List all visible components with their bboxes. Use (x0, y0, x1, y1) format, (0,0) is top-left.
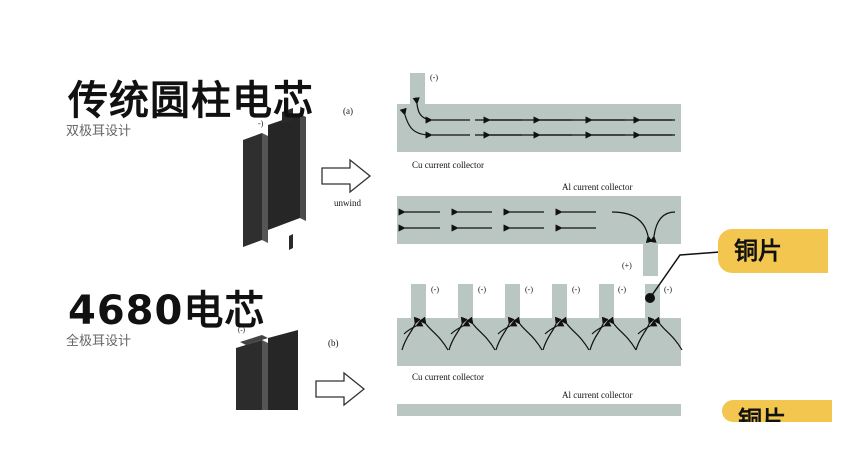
flow-arrow-curve (649, 211, 676, 243)
flow-arrow-curve (544, 319, 565, 335)
flow-arrow-curve (497, 319, 518, 335)
al-collector-label-a: Al current collector (562, 182, 632, 192)
copper-callout-pointer (645, 251, 721, 303)
unwind-arrow-icon (321, 158, 372, 194)
flow-arrow-curve (448, 316, 468, 351)
4680-cell-title: 4680电芯 (68, 288, 266, 334)
flow-arrow-curve (637, 319, 658, 335)
pos-terminal-a: (+) (622, 261, 632, 270)
neg-terminal-b1: (-) (431, 285, 439, 294)
traditional-cell-illustration (243, 108, 306, 250)
flow-arrow-curve (399, 107, 431, 136)
neg-terminal-a: (-) (430, 73, 438, 82)
neg-terminal-b2: (-) (478, 285, 486, 294)
al-collector-strip-a (397, 196, 681, 276)
flow-arrow-curve (635, 316, 655, 351)
al-collector-strip-b (397, 404, 681, 416)
cu-collector-label-b: Cu current collector (412, 372, 484, 382)
flow-arrow-curve (450, 319, 471, 335)
flow-arrow-curve (403, 319, 424, 335)
flow-arrow-curve (495, 316, 515, 351)
cell-tab-neg-label: -) (258, 119, 264, 128)
panel-b-label: (b) (328, 338, 339, 348)
flow-arrow-curve (611, 211, 653, 244)
panel-a-label: (a) (343, 106, 353, 116)
al-collector-label-b: Al current collector (562, 390, 632, 400)
cu-collector-strip-b (397, 284, 681, 366)
neg-terminal-b6: (-) (664, 285, 672, 294)
flow-arrow-curve (542, 316, 562, 351)
cu-collector-strip-a (397, 73, 681, 152)
traditional-cell-subtitle: 双极耳设计 (66, 124, 132, 139)
flow-arrow-curve (401, 316, 421, 351)
unwind-label: unwind (334, 198, 362, 208)
cell-tab-label-b: (-) (238, 326, 246, 334)
neg-terminal-b5: (-) (618, 285, 626, 294)
flow-arrow-curve (589, 316, 609, 351)
4680-cell-illustration (236, 330, 298, 410)
flow-arrow-curve (412, 97, 431, 121)
traditional-cell-title: 传统圆柱电芯 (68, 78, 314, 124)
cu-collector-label-a: Cu current collector (412, 160, 484, 170)
flow-arrow-curve (513, 316, 543, 351)
neg-terminal-b3: (-) (525, 285, 533, 294)
current-flow-arrows (398, 97, 683, 351)
flow-arrow-curve (419, 316, 449, 351)
flow-arrow-curve (560, 316, 590, 351)
4680-cell-subtitle: 全极耳设计 (66, 334, 132, 349)
copper-callout-badge-partial: 铜片 (722, 400, 832, 422)
unwind-arrow-icon-b (315, 371, 366, 407)
copper-callout-badge: 铜片 (718, 229, 828, 273)
neg-terminal-b4: (-) (572, 285, 580, 294)
flow-arrow-curve (591, 319, 612, 335)
flow-arrow-curve (653, 316, 683, 351)
flow-arrow-curve (607, 316, 637, 351)
flow-arrow-curve (466, 316, 496, 351)
